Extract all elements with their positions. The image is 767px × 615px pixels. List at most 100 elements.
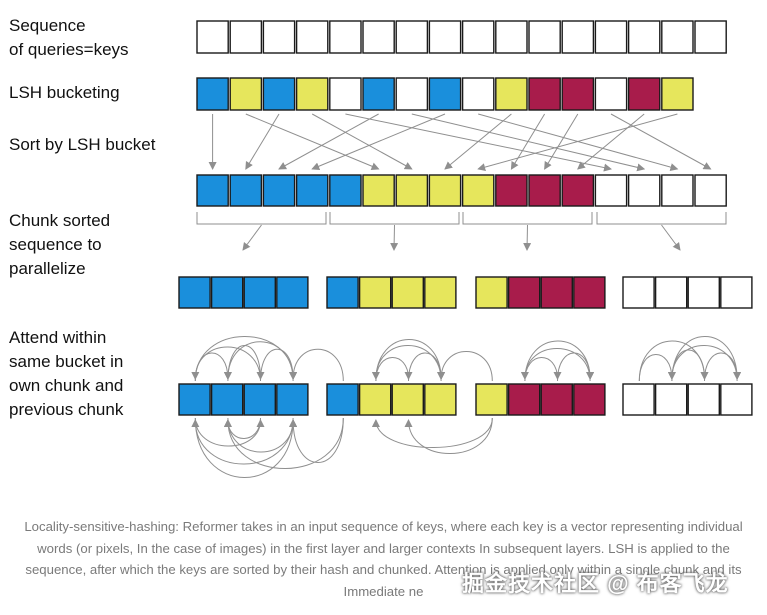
lsh-box	[594, 77, 628, 111]
attend-box	[424, 383, 457, 416]
caption: Locality-sensitive-hashing: Reformer tak…	[24, 519, 743, 599]
sort-arrow	[311, 113, 413, 170]
sorted-box	[528, 174, 561, 207]
lsh-box	[329, 77, 362, 111]
sorted-box	[594, 174, 628, 207]
sort-arrow	[411, 113, 646, 172]
chunk-box	[276, 276, 309, 309]
sequence-box	[329, 20, 362, 54]
attention-arc	[520, 348, 591, 382]
sorted-box	[561, 174, 595, 207]
attend-box	[654, 383, 688, 416]
lsh-box	[528, 77, 561, 111]
sorted-box	[196, 174, 229, 207]
attention-arc	[667, 345, 738, 382]
lsh-box	[395, 77, 429, 111]
lsh-box	[461, 77, 495, 111]
chunk-bracket	[196, 212, 327, 225]
label-sequence: Sequence of queries=keys	[9, 16, 129, 59]
label-chunk: Chunk sorted sequence to parallelize	[9, 211, 111, 278]
lsh-box	[362, 77, 395, 111]
lsh-attention-diagram	[178, 20, 753, 478]
attend-box	[507, 383, 541, 416]
sequence-box	[428, 20, 462, 54]
chunk-arrow	[390, 224, 399, 251]
chunk-box	[540, 276, 574, 309]
chunk-box	[573, 276, 606, 309]
sequence-box	[495, 20, 528, 54]
attend-box	[326, 383, 359, 416]
sorted-box	[229, 174, 263, 207]
sort-arrow	[544, 113, 579, 170]
attend-box	[622, 383, 655, 416]
chunk-box	[654, 276, 688, 309]
chunk-arrow	[523, 224, 532, 251]
attention-arc	[638, 340, 709, 382]
attention-arc	[704, 352, 742, 382]
chunk-arrow	[661, 224, 681, 251]
chunk-bracket	[329, 212, 460, 225]
lsh-box	[661, 77, 694, 111]
attention-arc	[371, 417, 493, 448]
attend-box	[210, 383, 244, 416]
sorted-box	[295, 174, 329, 207]
sort-arrow	[278, 113, 379, 170]
attention-arc	[194, 336, 298, 382]
chunk-box	[358, 276, 392, 309]
chunk-box	[687, 276, 721, 309]
chunk-box	[178, 276, 211, 309]
attend-box	[243, 383, 276, 416]
attention-arc	[194, 417, 298, 478]
attend-box	[573, 383, 606, 416]
sorted-box	[329, 174, 362, 207]
label-lsh-bucketing: LSH bucketing	[9, 83, 120, 102]
label-attend: Attend within same bucket in own chunk a…	[9, 328, 124, 419]
attention-arc	[404, 417, 493, 454]
chunk-box	[391, 276, 425, 309]
chunk-box	[210, 276, 244, 309]
chunk-box	[507, 276, 541, 309]
chunk-box	[243, 276, 276, 309]
sort-arrow	[577, 113, 645, 170]
sort-arrow	[311, 113, 446, 171]
chunk-box	[475, 276, 508, 309]
watermark: 掘金技术社区 @ 布客飞龙	[462, 571, 729, 596]
chunk-box	[424, 276, 457, 309]
chunk-arrow	[242, 224, 262, 251]
attend-box	[540, 383, 574, 416]
lsh-box	[495, 77, 528, 111]
attention-arc	[223, 417, 344, 469]
attention-arc	[371, 345, 442, 382]
chunk-bracket	[596, 212, 727, 225]
sorted-box	[395, 174, 429, 207]
sorted-box	[627, 174, 661, 207]
sort-arrow	[478, 113, 679, 171]
attend-box	[276, 383, 309, 416]
sort-arrow	[245, 113, 280, 170]
attention-arc	[191, 417, 294, 465]
chunk-box	[326, 276, 359, 309]
attend-box	[391, 383, 425, 416]
chunk-box	[622, 276, 655, 309]
lsh-box	[561, 77, 595, 111]
chunk-bracket	[462, 212, 593, 225]
sorted-box	[461, 174, 495, 207]
sorted-box	[262, 174, 296, 207]
sorted-box	[362, 174, 395, 207]
sequence-box	[528, 20, 561, 54]
attention-arc	[437, 351, 493, 382]
lsh-box	[295, 77, 329, 111]
sorted-box	[495, 174, 528, 207]
attend-box	[687, 383, 721, 416]
sequence-box	[461, 20, 495, 54]
sort-arrow	[610, 113, 712, 170]
attend-box	[475, 383, 508, 416]
attention-arc	[223, 341, 294, 382]
attention-arc	[260, 348, 298, 382]
lsh-box	[229, 77, 263, 111]
sorted-box	[694, 174, 727, 207]
sequence-box	[561, 20, 595, 54]
sequence-box	[196, 20, 229, 54]
label-sort: Sort by LSH bucket	[9, 135, 156, 154]
attention-arc	[191, 346, 261, 382]
